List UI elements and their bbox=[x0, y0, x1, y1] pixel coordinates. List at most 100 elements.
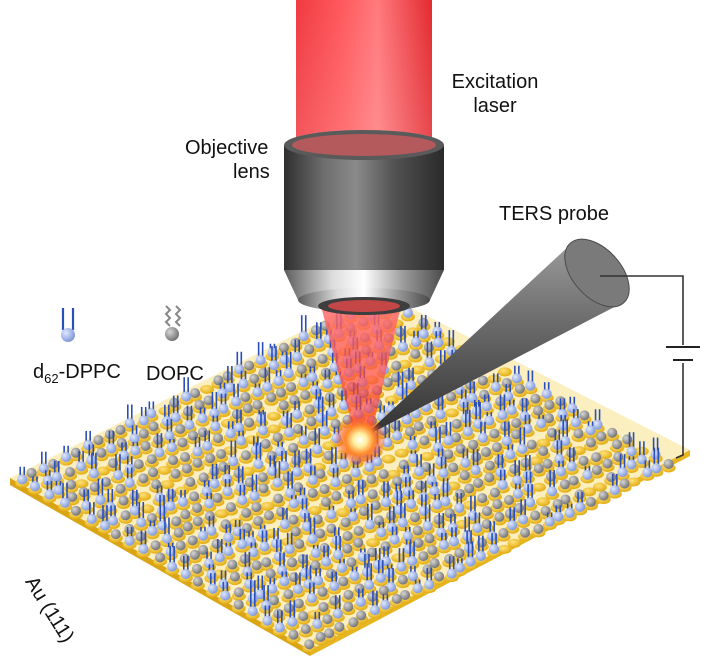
dopc-head bbox=[192, 576, 203, 587]
dppc-head bbox=[129, 433, 140, 444]
gold-atom bbox=[160, 480, 175, 490]
dppc-head bbox=[402, 307, 413, 318]
dopc-head bbox=[257, 472, 268, 483]
dopc-head bbox=[306, 358, 317, 369]
dopc-head bbox=[394, 327, 405, 338]
dppc-head bbox=[435, 409, 446, 420]
dppc-head bbox=[247, 593, 258, 604]
dopc-head bbox=[574, 489, 585, 500]
dppc-head bbox=[408, 453, 419, 464]
dppc-head bbox=[626, 459, 637, 470]
dopc-head bbox=[451, 418, 462, 429]
dppc-head bbox=[180, 568, 191, 579]
dopc-head bbox=[560, 494, 571, 505]
dppc-head bbox=[307, 533, 318, 544]
dppc-head bbox=[512, 488, 523, 499]
dopc-head bbox=[353, 537, 364, 548]
dopc-head bbox=[292, 424, 303, 435]
dopc-head bbox=[265, 568, 276, 579]
dppc-head bbox=[465, 556, 476, 567]
dppc-head bbox=[470, 464, 481, 475]
dopc-head bbox=[115, 424, 126, 435]
dppc-head bbox=[401, 414, 412, 425]
dopc-head bbox=[533, 405, 544, 416]
dppc-head bbox=[433, 337, 444, 348]
dppc-head bbox=[81, 500, 92, 511]
dopc-head bbox=[489, 487, 500, 498]
dppc-head bbox=[337, 562, 348, 573]
dppc-head bbox=[484, 415, 495, 426]
gold-atom bbox=[223, 446, 238, 456]
dppc-head bbox=[310, 548, 321, 559]
dopc-head bbox=[322, 614, 333, 625]
gold-atom bbox=[598, 450, 613, 460]
dopc-head bbox=[213, 433, 224, 444]
excitation-label-line1: Excitation bbox=[451, 71, 539, 93]
dopc-head bbox=[598, 490, 609, 501]
dppc-head bbox=[462, 426, 473, 437]
dopc-head bbox=[258, 368, 269, 379]
dppc-head bbox=[582, 469, 593, 480]
dopc-head bbox=[530, 510, 541, 521]
dppc-head bbox=[224, 382, 235, 393]
dppc-head bbox=[506, 405, 517, 416]
dppc-head bbox=[609, 485, 620, 496]
dopc-head bbox=[96, 447, 107, 458]
dppc-head bbox=[86, 514, 97, 525]
dppc-head bbox=[234, 364, 245, 375]
dopc-head bbox=[293, 482, 304, 493]
dopc-head bbox=[168, 455, 179, 466]
dppc-head bbox=[292, 466, 303, 477]
dopc-head bbox=[619, 478, 630, 489]
dppc-head bbox=[222, 473, 233, 484]
dopc-head bbox=[124, 524, 135, 535]
dopc-head bbox=[288, 572, 299, 583]
gold-atom bbox=[240, 467, 255, 477]
gold-atom bbox=[462, 500, 477, 510]
dppc-head bbox=[426, 475, 437, 486]
dopc-head bbox=[426, 415, 437, 426]
dppc-head bbox=[438, 539, 449, 550]
dopc-head bbox=[491, 442, 502, 453]
dopc-head bbox=[423, 342, 434, 353]
dppc-head bbox=[412, 583, 423, 594]
dopc-head bbox=[402, 369, 413, 380]
dppc-head bbox=[414, 466, 425, 477]
dopc-head bbox=[120, 510, 131, 521]
dopc-head bbox=[118, 495, 129, 506]
dopc-head bbox=[348, 617, 359, 628]
dppc-head bbox=[138, 415, 149, 426]
dppc-head bbox=[349, 570, 360, 581]
dppc-head bbox=[507, 520, 518, 531]
dopc-head bbox=[66, 479, 77, 490]
gold-atom bbox=[406, 327, 421, 337]
gold-atom bbox=[410, 365, 425, 375]
gold-atom bbox=[335, 508, 350, 518]
dopc-head bbox=[444, 508, 455, 519]
dopc-head bbox=[326, 568, 337, 579]
dopc-head bbox=[317, 586, 328, 597]
dopc-head bbox=[151, 479, 162, 490]
gold-atom bbox=[266, 411, 281, 421]
dppc-head bbox=[556, 466, 567, 477]
dopc-head bbox=[315, 468, 326, 479]
dppc-head bbox=[497, 409, 508, 420]
dppc-head bbox=[592, 419, 603, 430]
dopc-head bbox=[380, 541, 391, 552]
dppc-head bbox=[262, 381, 273, 392]
dppc-head bbox=[346, 498, 357, 509]
dppc-head bbox=[238, 378, 249, 389]
dopc-head bbox=[135, 531, 146, 542]
dppc-head bbox=[636, 454, 647, 465]
dopc-head bbox=[340, 517, 351, 528]
gold-atom bbox=[365, 538, 380, 548]
dopc-head bbox=[446, 391, 457, 402]
dppc-head bbox=[398, 341, 409, 352]
dopc-head bbox=[342, 531, 353, 542]
dopc-head bbox=[397, 574, 408, 585]
dppc-head bbox=[364, 579, 375, 590]
dopc-head bbox=[300, 450, 311, 461]
ters-probe bbox=[362, 238, 630, 438]
dppc-head bbox=[418, 491, 429, 502]
dopc-head bbox=[331, 490, 342, 501]
